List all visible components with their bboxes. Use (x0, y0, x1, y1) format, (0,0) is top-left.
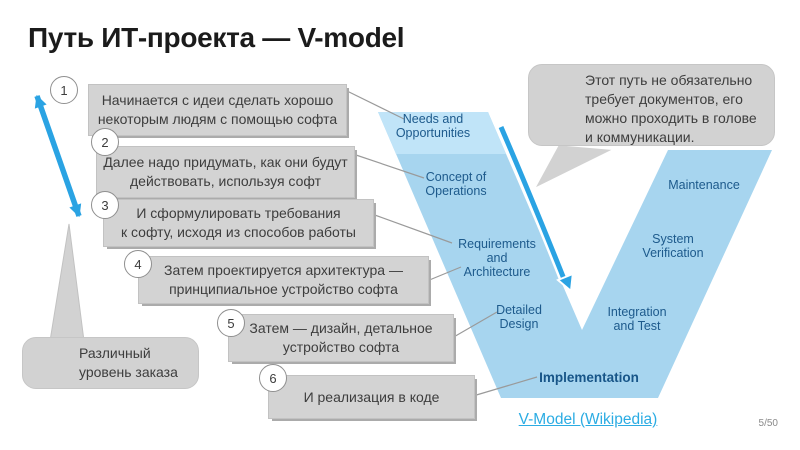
bubble-line: можно проходить в голове (585, 110, 757, 126)
speech-bubble-bottom-left-text: Различный уровень заказа (79, 344, 178, 382)
speech-bubble-top-right-text: Этот путь не обязательно требует докумен… (585, 71, 757, 147)
v-label-system-verification: System Verification (642, 232, 703, 260)
v-label-implementation: Implementation (539, 370, 639, 385)
label-line: and (486, 251, 508, 265)
label-line: Needs and (402, 112, 464, 126)
label-line: Operations (425, 184, 487, 198)
callout-box-5: Затем — дизайн, детальное устройство соф… (228, 314, 454, 362)
v-label-requirements-and-architecture: Requirements and Architecture (458, 237, 536, 279)
callout-2-line-2: действовать, используя софт (130, 173, 321, 189)
v-label-integration-and-test: Integration and Test (607, 305, 666, 333)
leader-lines (344, 89, 538, 397)
slide-title: Путь ИТ-проекта — V-model (28, 22, 405, 53)
leader-line-5 (451, 311, 498, 339)
step-number-3: 3 (91, 191, 119, 219)
leader-line-2 (352, 153, 425, 179)
step-number-5: 5 (217, 309, 245, 337)
leader-line-4 (426, 266, 462, 282)
callout-1-line-1: Начинается с идеи сделать хорошо (101, 92, 334, 108)
bubble-line: требует документов, его (585, 91, 743, 107)
label-line: and Test (613, 319, 661, 333)
speech-bubble-bottom-left: Различный уровень заказа (22, 337, 199, 389)
v-label-detailed-design: Detailed Design (496, 303, 542, 331)
bubble-tail-top-right (530, 142, 621, 193)
callout-2-line-1: Далее надо придумать, как они будут (103, 154, 348, 170)
bubble-line: Этот путь не обязательно (585, 72, 753, 88)
leader-line-3 (371, 213, 453, 244)
callout-box-4: Затем проектируется архитектура — принци… (138, 256, 429, 304)
callout-box-2: Далее надо придумать, как они будут дейс… (96, 146, 355, 198)
step-number-2: 2 (91, 128, 119, 156)
v-label-maintenance: Maintenance (668, 178, 740, 192)
label-line: Detailed (496, 303, 542, 317)
callout-box-1: Начинается с идеи сделать хорошо некотор… (88, 84, 347, 136)
leader-line-1 (344, 89, 405, 120)
callout-6-line-1: И реализация в коде (303, 388, 440, 405)
v-label-needs-and-opportunities: Needs and Opportunities (396, 112, 470, 140)
callout-box-3: И сформулировать требования к софту, исх… (103, 199, 374, 247)
v-inner-arrow (496, 125, 574, 293)
label-line: Concept of (425, 170, 487, 184)
label-line: Requirements (458, 237, 536, 251)
step-number-6: 6 (259, 364, 287, 392)
bubble-line: Различный (79, 345, 151, 361)
label-line: Opportunities (395, 126, 471, 140)
speech-bubble-top-right: Этот путь не обязательно требует докумен… (528, 64, 775, 146)
label-line: Design (499, 317, 539, 331)
bubble-line: уровень заказа (79, 364, 178, 380)
leader-line-6 (472, 376, 538, 397)
callout-box-6: И реализация в коде (268, 375, 475, 419)
v-label-concept-of-operations: Concept of Operations (425, 170, 486, 198)
step-number-4: 4 (124, 250, 152, 278)
callout-3-line-2: к софту, исходя из способов работы (120, 224, 356, 240)
callout-1-line-2: некоторым людям с помощью софта (97, 111, 338, 127)
callout-3-line-1: И сформулировать требования (136, 205, 341, 221)
label-line: Architecture (463, 265, 531, 279)
v-shape (378, 112, 772, 398)
callout-5-line-1: Затем — дизайн, детальное (249, 320, 433, 336)
double-arrow (34, 94, 82, 218)
page-number: 5/50 (758, 418, 778, 429)
wikipedia-link[interactable]: V-Model (Wikipedia) (518, 411, 658, 428)
callout-5-line-2: устройство софта (282, 339, 400, 355)
label-line: System (652, 232, 694, 246)
label-line: Integration (607, 305, 667, 319)
bubble-line: и коммуникации. (585, 129, 695, 145)
v-shape-top-band (378, 112, 506, 154)
label-line: Verification (642, 246, 704, 260)
callout-4-line-1: Затем проектируется архитектура — (164, 262, 403, 278)
bubble-tail-bottom-left (49, 223, 85, 342)
step-number-1: 1 (50, 76, 78, 104)
callout-4-line-2: принципиальное устройство софта (169, 281, 398, 297)
